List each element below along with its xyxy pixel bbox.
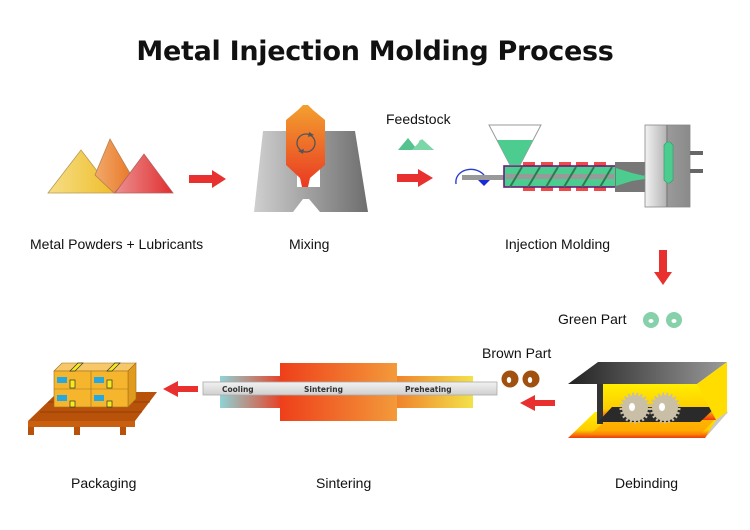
step-label-injection-molding: Injection Molding (505, 236, 611, 252)
arrow-down (654, 250, 672, 285)
step-label-powders: Metal Powders + Lubricants (30, 236, 204, 252)
step-label-packaging: Packaging (71, 475, 137, 491)
sintering-furnace-icon: Cooling Sintering Preheating (202, 363, 498, 421)
step-label-debinding: Debinding (615, 475, 679, 491)
arrow-right-1 (189, 170, 226, 188)
furnace-zone-cooling: Cooling (222, 385, 254, 394)
arrow-left-1 (520, 395, 555, 411)
brown-part-icon (501, 370, 540, 388)
mixer-icon (254, 105, 368, 212)
metal-powders-icon (47, 138, 174, 194)
arrow-left-2 (163, 381, 198, 397)
debinding-oven-icon (568, 362, 728, 438)
injection-molding-machine-icon (455, 124, 703, 208)
step-label-sintering: Sintering (316, 475, 372, 491)
green-part-icon (643, 312, 682, 328)
pallet-boxes-icon (28, 362, 157, 435)
feedstock-icon (398, 138, 434, 150)
intermediate-label-green-part: Green Part (558, 311, 627, 327)
step-label-mixing: Mixing (289, 236, 330, 252)
furnace-zone-preheating: Preheating (405, 385, 452, 394)
arrow-right-2 (397, 169, 433, 187)
diagram-title: Metal Injection Molding Process (136, 36, 614, 67)
intermediate-label-feedstock: Feedstock (386, 111, 451, 127)
intermediate-label-brown-part: Brown Part (482, 345, 552, 361)
furnace-zone-sintering: Sintering (304, 385, 343, 394)
